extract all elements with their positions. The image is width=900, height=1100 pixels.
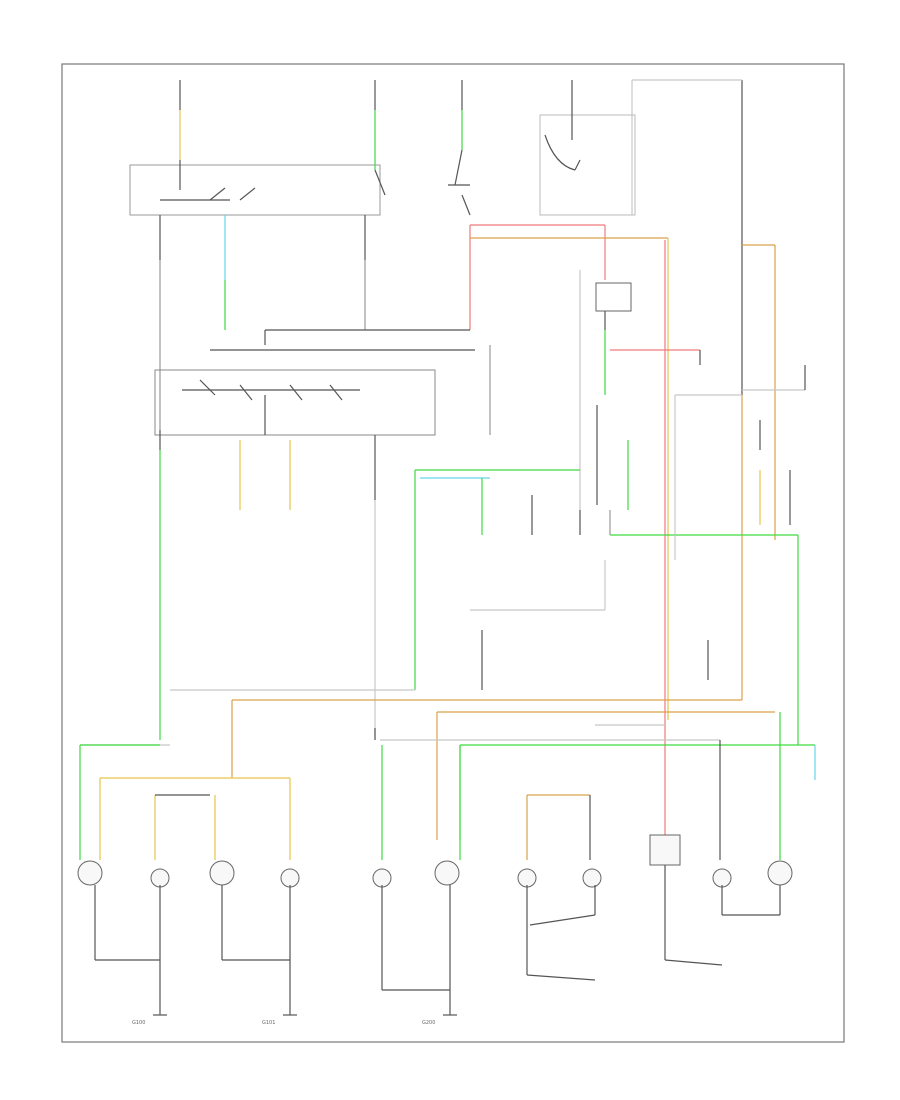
headlamp-switch-upper	[129, 149, 471, 216]
feed-lines	[469, 115, 805, 850]
lamp-7	[517, 868, 537, 888]
lamp-9	[649, 834, 681, 866]
lamp-10	[712, 868, 732, 888]
ground-label-1: G100	[132, 1020, 145, 1026]
lamp-5	[372, 868, 392, 888]
ground-points: G100 G101 G200	[132, 1014, 457, 1026]
right-connectors	[707, 365, 816, 780]
ground-label-2: G101	[262, 1020, 275, 1026]
headlamp-switch-lower	[154, 215, 581, 510]
ground-label-3: G200	[422, 1020, 435, 1026]
flasher-relay	[595, 282, 632, 395]
bottom-buses	[80, 689, 815, 840]
ground-returns	[94, 865, 781, 1015]
lamp-4	[280, 868, 300, 888]
lamp-8	[582, 868, 602, 888]
center-drops	[159, 430, 376, 740]
lamp-row	[77, 834, 793, 888]
lamp-2	[150, 868, 170, 888]
lamp-3	[209, 860, 235, 886]
middle-connectors	[414, 394, 799, 745]
fuse-feeds	[179, 79, 743, 215]
lamp-leads	[79, 712, 781, 860]
lamp-6	[434, 860, 460, 886]
lamp-11	[767, 860, 793, 886]
relay-box-top	[539, 110, 636, 216]
lamp-1	[77, 860, 103, 886]
diagram-border	[61, 63, 845, 1043]
